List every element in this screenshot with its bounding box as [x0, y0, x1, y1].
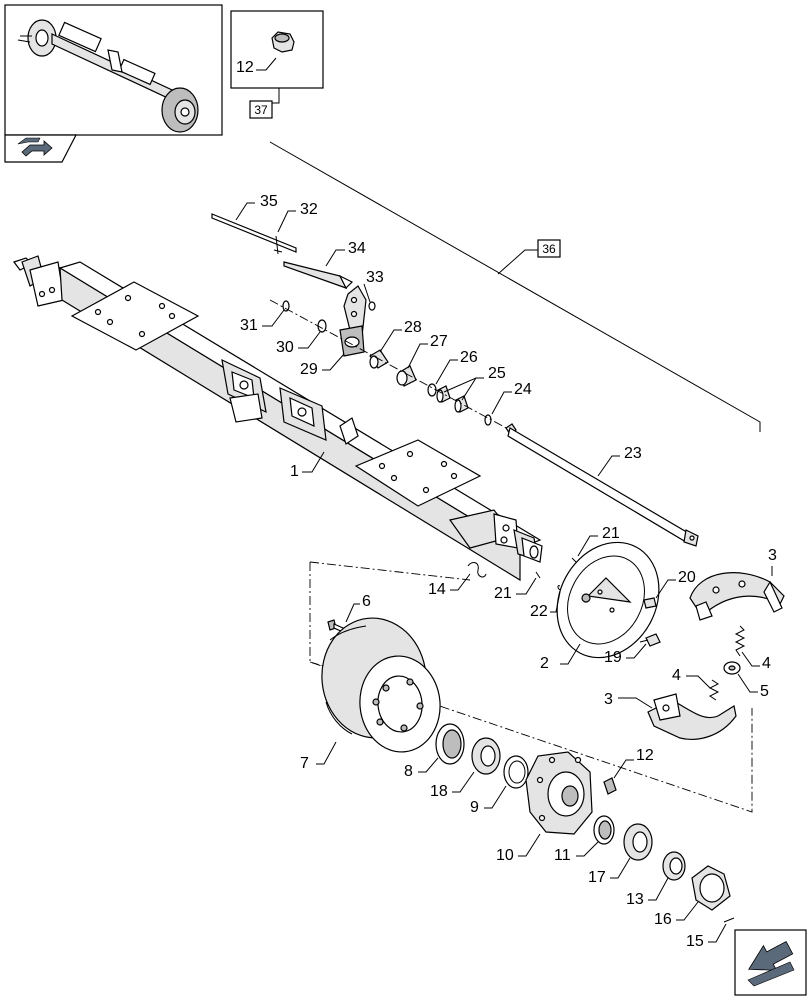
callout-34: 34	[348, 240, 366, 257]
pin-32[interactable]	[273, 235, 283, 255]
callout-28: 28	[404, 319, 422, 336]
callout-4-left: 4	[672, 667, 681, 684]
callout-6: 6	[362, 593, 371, 610]
callout-labels: 35 32 34 33 31 30 29 28 27 26 25 24	[235, 193, 777, 950]
callout-8: 8	[404, 763, 413, 780]
callout-23: 23	[624, 445, 642, 462]
callout-2: 2	[540, 655, 549, 672]
ref-box-36-label: 36	[542, 242, 556, 256]
push-rod-34[interactable]	[283, 261, 354, 290]
clip-33[interactable]	[368, 301, 376, 311]
brake-shoe-upper[interactable]	[689, 572, 785, 621]
callout-12: 12	[636, 747, 654, 764]
callout-3-upper: 3	[768, 547, 777, 564]
callout-26: 26	[460, 349, 478, 366]
callout-25: 25	[488, 365, 506, 382]
washer-31[interactable]	[282, 300, 290, 312]
seal-8[interactable]	[435, 723, 465, 765]
brake-drum-7[interactable]	[316, 613, 445, 756]
callout-20: 20	[678, 569, 696, 586]
callout-27: 27	[430, 333, 448, 350]
stud-12[interactable]	[603, 777, 617, 795]
group-bracket-36: 36	[269, 141, 761, 432]
callout-32: 32	[300, 201, 318, 218]
roller-5[interactable]	[723, 661, 741, 675]
callout-10: 10	[496, 847, 514, 864]
ref-box-36[interactable]	[537, 239, 561, 258]
callout-31: 31	[240, 317, 258, 334]
spring-4-lower[interactable]	[708, 679, 720, 701]
callout-24: 24	[514, 381, 532, 398]
brake-shoe-lower[interactable]	[647, 693, 737, 740]
brake-rod-35[interactable]	[211, 213, 297, 253]
washer-26[interactable]	[427, 383, 437, 397]
callout-21-upper: 21	[602, 525, 620, 542]
callout-16: 16	[654, 911, 672, 928]
bearing-18[interactable]	[471, 737, 501, 775]
ring-9[interactable]	[503, 755, 529, 789]
grease-nipple-20[interactable]	[643, 597, 657, 609]
callout-21-lower: 21	[494, 585, 512, 602]
callout-22: 22	[530, 603, 548, 620]
pin-15[interactable]	[723, 917, 735, 923]
dashed-shaft-axis	[269, 299, 511, 431]
callout-19: 19	[604, 649, 622, 666]
ref-box-37[interactable]	[249, 100, 273, 119]
part-12-inset[interactable]: 12 37	[230, 10, 324, 119]
callout-3-lower: 3	[604, 691, 613, 708]
backing-plate-2[interactable]	[537, 524, 678, 675]
forward-arrow-icon[interactable]	[734, 929, 807, 996]
ref-box-37-label: 37	[254, 103, 268, 117]
spring-14[interactable]	[467, 562, 487, 578]
return-arrow-icon[interactable]	[17, 137, 53, 157]
axle-beam[interactable]	[13, 255, 543, 582]
bearing-25[interactable]	[436, 385, 469, 413]
bushing-27[interactable]	[396, 365, 417, 387]
hub-cap-16[interactable]	[691, 865, 731, 911]
bearing-17[interactable]	[623, 823, 653, 861]
clip-30[interactable]	[317, 319, 327, 333]
callout-29: 29	[300, 361, 318, 378]
callout-11: 11	[554, 847, 571, 864]
callout-14: 14	[428, 581, 446, 598]
callout-7: 7	[300, 755, 309, 772]
callout-17: 17	[588, 869, 606, 886]
pin-21-lower[interactable]	[535, 571, 541, 579]
grease-nipple-19[interactable]	[639, 633, 661, 647]
callout-13: 13	[626, 891, 644, 908]
callout-18: 18	[430, 783, 448, 800]
callout-4-right: 4	[762, 655, 771, 672]
nut-13[interactable]	[662, 851, 686, 881]
slack-adjuster-29[interactable]	[339, 285, 367, 357]
overview-inset[interactable]	[4, 4, 223, 163]
callout-15: 15	[686, 933, 704, 950]
ring-11[interactable]	[593, 815, 615, 845]
callout-30: 30	[276, 339, 294, 356]
callout-9: 9	[470, 799, 479, 816]
spring-4-upper[interactable]	[734, 625, 746, 657]
inset-label-12: 12	[236, 59, 254, 76]
nut-12-thumbnail	[271, 31, 295, 53]
callout-35: 35	[260, 193, 278, 210]
overview-axle-thumbnail	[17, 19, 199, 133]
callout-33: 33	[366, 269, 384, 286]
callout-1: 1	[290, 463, 299, 480]
camshaft-23[interactable]	[505, 423, 699, 547]
wheel-hub-10[interactable]	[525, 751, 593, 835]
callout-5: 5	[760, 683, 769, 700]
